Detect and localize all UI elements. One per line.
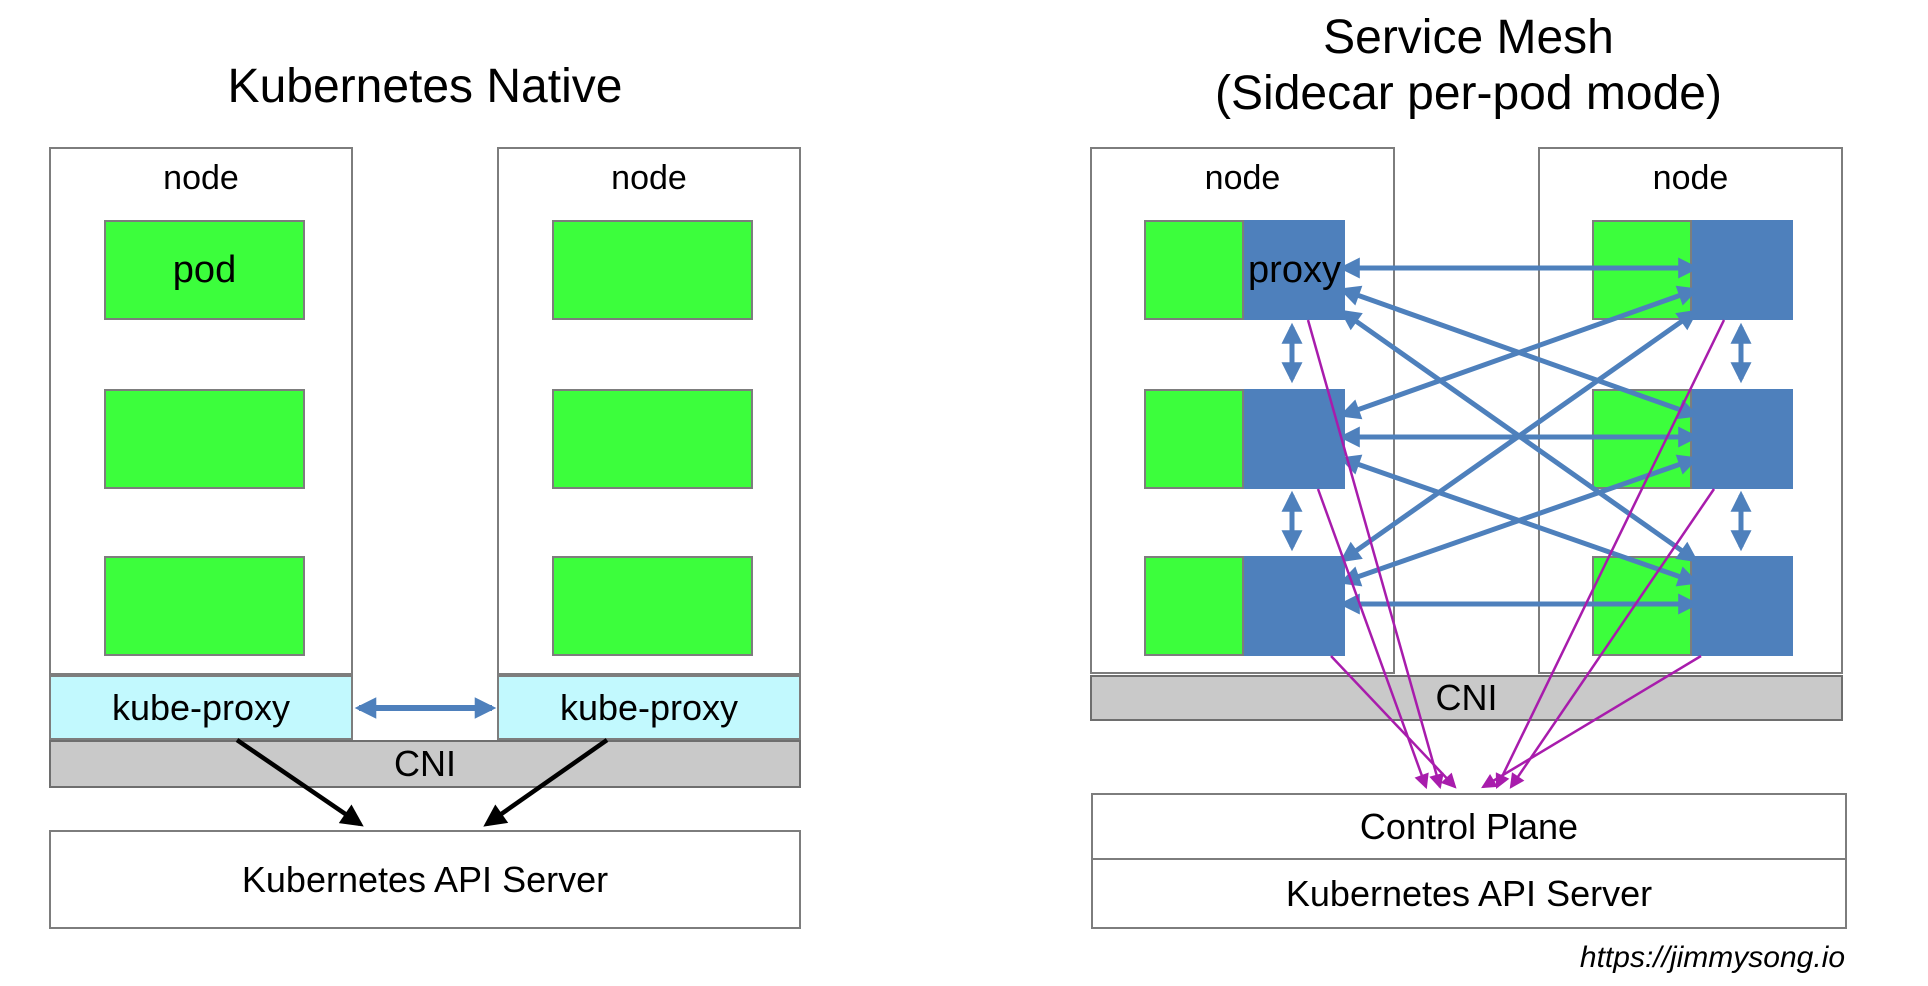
cni-label: CNI <box>1435 677 1498 718</box>
right-diagram-title: Service Mesh (Sidecar per-pod mode) <box>1090 10 1847 122</box>
attribution-link: https://jimmysong.io <box>1579 941 1845 974</box>
right-diagram-title-line1: Service Mesh <box>1323 11 1614 64</box>
left-diagram-title: Kubernetes Native <box>227 60 623 113</box>
right-control-plane-stack: Control Plane Kubernetes API Server <box>1091 793 1847 929</box>
pod-container <box>1144 389 1244 489</box>
pod <box>104 389 305 489</box>
pod-label: pod <box>172 248 237 291</box>
cni-label: CNI <box>394 743 456 784</box>
left-node-2-label: node <box>611 159 687 197</box>
proxy-label: proxy <box>1248 248 1341 291</box>
right-node-2-label: node <box>1652 159 1729 197</box>
pod <box>552 389 753 489</box>
pod-container <box>1592 220 1692 320</box>
kube-proxy-label: kube-proxy <box>559 686 739 728</box>
right-api-server-box: Kubernetes API Server <box>1093 860 1845 927</box>
kube-proxy-box-2: kube-proxy <box>497 675 801 740</box>
sidecar-proxy: proxy <box>1244 220 1345 320</box>
sidecar-proxy <box>1692 556 1793 656</box>
pod: pod <box>104 220 305 320</box>
right-cni-bar: CNI <box>1090 675 1843 721</box>
pod-container <box>1144 220 1244 320</box>
pod-with-sidecar <box>1592 389 1793 489</box>
sidecar-proxy <box>1244 556 1345 656</box>
pod-container <box>1592 556 1692 656</box>
left-cni-bar: CNI <box>49 740 801 788</box>
sidecar-proxy <box>1692 389 1793 489</box>
pod <box>552 556 753 656</box>
right-diagram-title-line2: (Sidecar per-pod mode) <box>1215 67 1722 120</box>
pod-with-sidecar <box>1144 556 1345 656</box>
pod <box>104 556 305 656</box>
pod-with-sidecar: proxy <box>1144 220 1345 320</box>
right-node-1-label: node <box>1204 159 1281 197</box>
pod-container <box>1592 389 1692 489</box>
left-node-1-label: node <box>163 159 239 197</box>
pod-with-sidecar <box>1592 220 1793 320</box>
right-node-1: node proxy <box>1090 147 1395 674</box>
api-server-label: Kubernetes API Server <box>1285 872 1653 914</box>
pod-with-sidecar <box>1144 389 1345 489</box>
kube-proxy-box-1: kube-proxy <box>49 675 353 740</box>
pod-container <box>1144 556 1244 656</box>
sidecar-proxy <box>1244 389 1345 489</box>
api-server-label: Kubernetes API Server <box>241 858 609 900</box>
left-node-1: node pod <box>49 147 353 675</box>
kube-proxy-label: kube-proxy <box>111 686 291 728</box>
pod <box>552 220 753 320</box>
left-node-2: node <box>497 147 801 675</box>
left-api-server-box: Kubernetes API Server <box>49 830 801 929</box>
control-plane-label: Control Plane <box>1359 805 1579 847</box>
control-plane-box: Control Plane <box>1093 795 1845 860</box>
sidecar-proxy <box>1692 220 1793 320</box>
pod-with-sidecar <box>1592 556 1793 656</box>
right-node-2: node <box>1538 147 1843 674</box>
